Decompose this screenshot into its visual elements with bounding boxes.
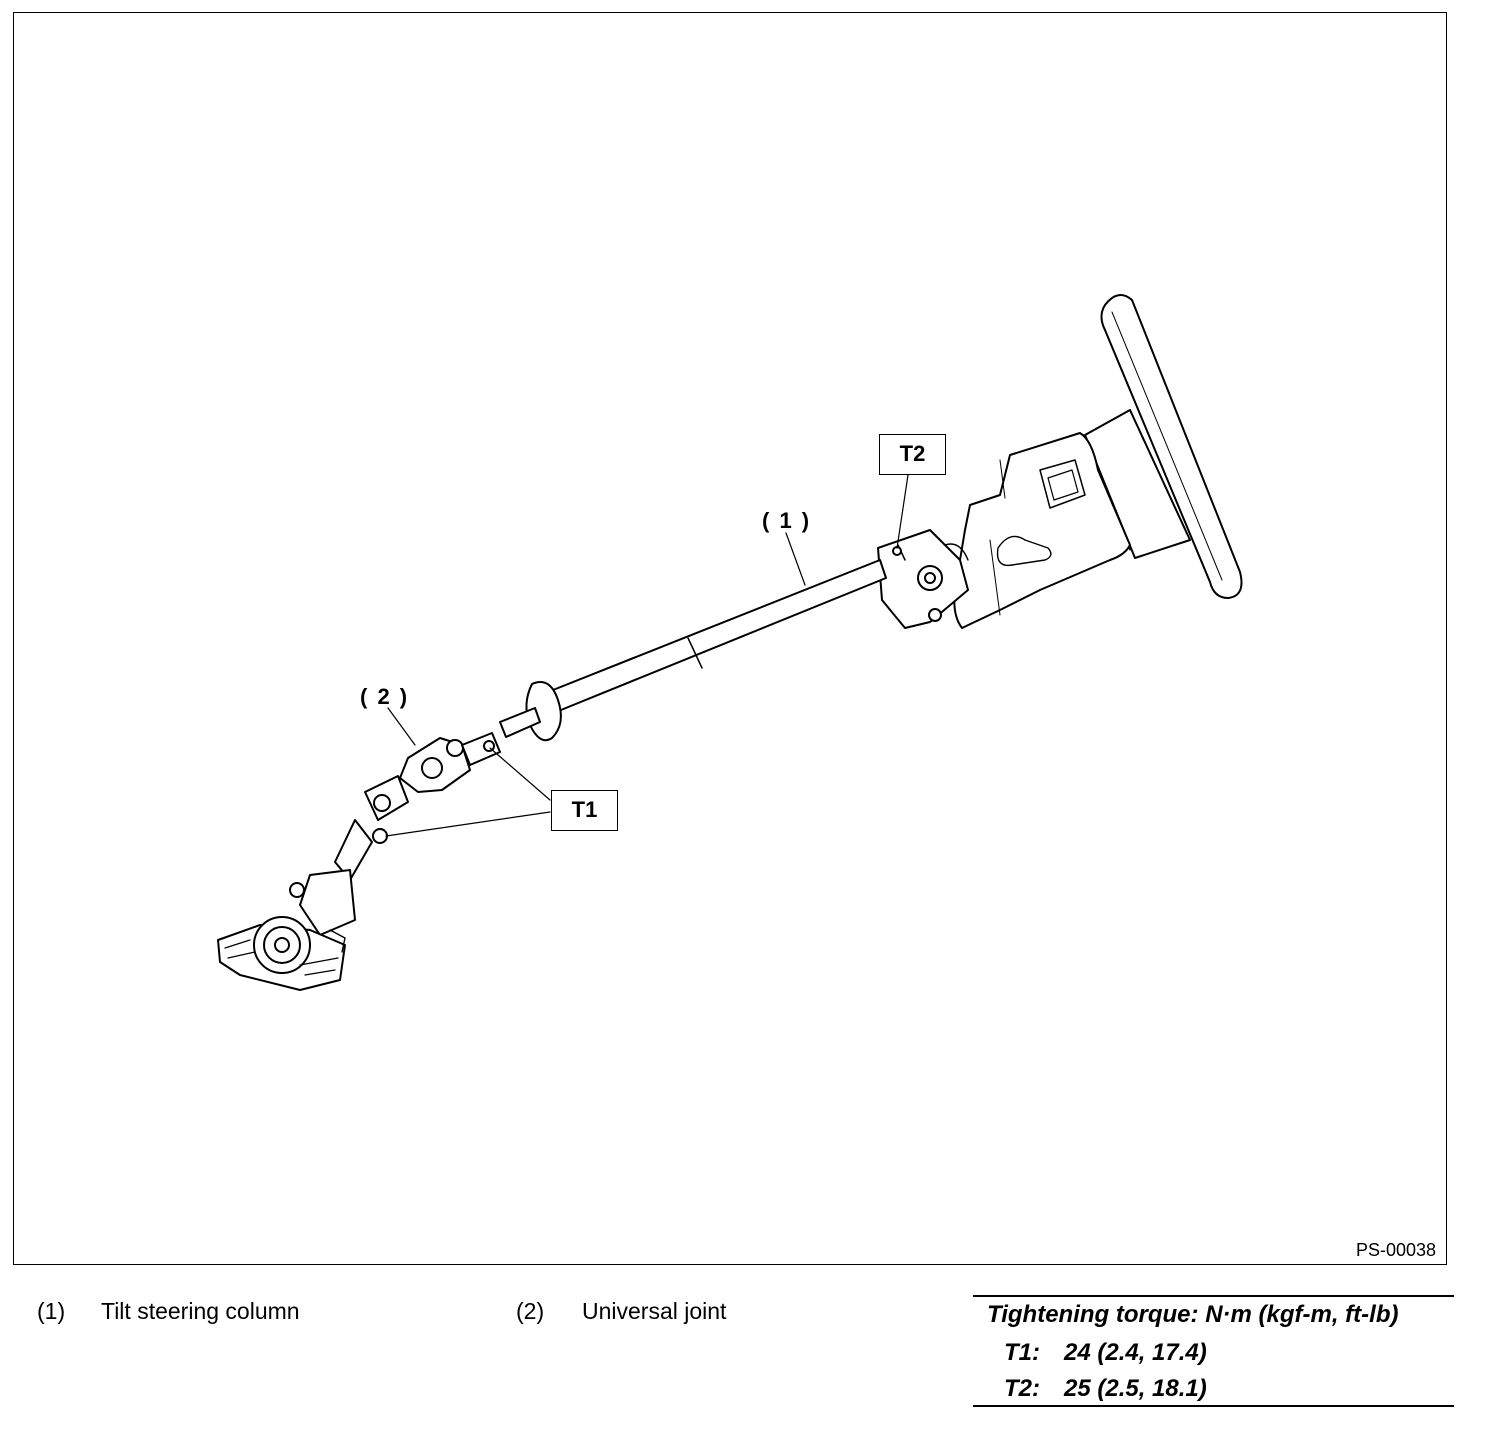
column-cover bbox=[953, 409, 1191, 629]
universal-joint bbox=[399, 732, 501, 793]
t1-callout: T1 bbox=[551, 790, 618, 831]
part-1-callout: ( 1 ) bbox=[762, 508, 812, 533]
steering-wheel bbox=[1100, 294, 1243, 599]
steering-gearbox bbox=[217, 869, 356, 991]
torque-row-t2: T2: 25 (2.5, 18.1) bbox=[1004, 1375, 1207, 1403]
upper-joint bbox=[877, 529, 969, 629]
figure-code: PS-00038 bbox=[1355, 1240, 1436, 1260]
steering-shaft bbox=[499, 559, 887, 742]
torque-label: T1: bbox=[1004, 1339, 1040, 1366]
part-2-callout: ( 2 ) bbox=[360, 684, 410, 709]
legend-text: Tilt steering column bbox=[101, 1298, 300, 1324]
legend-number: (1) bbox=[37, 1298, 66, 1324]
torque-value: 24 (2.4, 17.4) bbox=[1064, 1339, 1207, 1366]
intermediate-shaft bbox=[334, 775, 409, 881]
torque-label: T2: bbox=[1004, 1375, 1040, 1402]
torque-title: Tightening torque: N·m (kgf-m, ft-lb) bbox=[987, 1301, 1399, 1328]
legend-number: (2) bbox=[516, 1298, 545, 1324]
legend-text: Universal joint bbox=[582, 1298, 727, 1324]
figure-frame bbox=[13, 12, 1447, 1265]
t2-callout: T2 bbox=[879, 434, 946, 475]
torque-row-t1: T1: 24 (2.4, 17.4) bbox=[1004, 1339, 1207, 1367]
torque-value: 25 (2.5, 18.1) bbox=[1064, 1375, 1207, 1402]
leader-lines bbox=[385, 474, 909, 837]
torque-table: Tightening torque: N·m (kgf-m, ft-lb) T1… bbox=[973, 1295, 1454, 1407]
